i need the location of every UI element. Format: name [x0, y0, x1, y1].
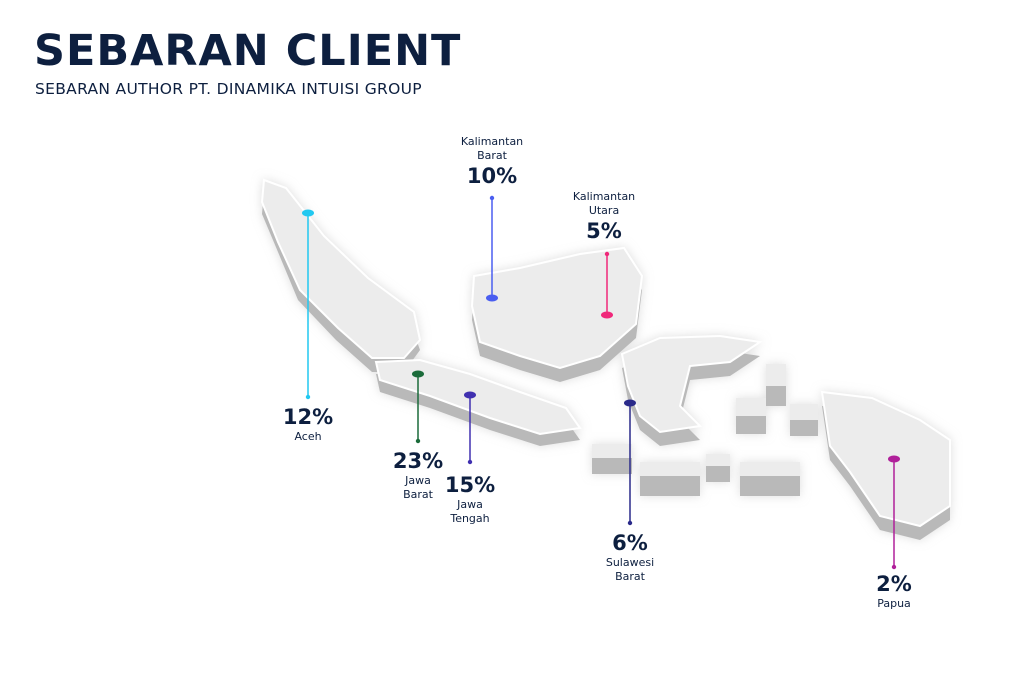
percent: 10%	[466, 163, 518, 188]
marker-kalimantan-utara[interactable]	[601, 251, 613, 319]
region-name: Sulawesi	[605, 556, 655, 570]
region-name: Jawa	[405, 474, 431, 488]
island-maluku	[736, 364, 818, 436]
label-jawa-barat: 23% Jawa Barat	[358, 448, 478, 502]
label-papua: 2% Papua	[834, 571, 954, 611]
region-name: Barat	[477, 148, 507, 162]
percent: 12%	[282, 405, 334, 429]
label-jawa-tengah: 15% Jawa Tengah	[410, 472, 530, 526]
marker-sulawesi-barat[interactable]	[624, 399, 636, 526]
region-name: Kalimantan	[572, 190, 636, 203]
region-name: Tengah	[450, 512, 490, 525]
marker-jawa-barat[interactable]	[412, 370, 424, 444]
region-name: Papua	[877, 597, 911, 611]
island-kalimantan	[470, 246, 644, 382]
region-name: Barat	[403, 488, 433, 501]
island-nusa-tenggara	[592, 444, 800, 496]
label-aceh: 12% Aceh	[248, 404, 368, 444]
label-kalimantan-barat: Kalimantan Barat 10%	[432, 135, 552, 189]
island-sumatra	[260, 178, 422, 372]
region-name: Aceh	[294, 430, 322, 444]
marker-aceh[interactable]	[302, 209, 314, 400]
island-papua	[820, 390, 951, 540]
region-name: Jawa	[457, 498, 483, 512]
percent: 2%	[876, 572, 912, 596]
island-sulawesi	[620, 334, 763, 446]
percent: 6%	[612, 531, 648, 555]
region-name: Barat	[615, 570, 645, 583]
percent: 23%	[392, 449, 444, 473]
page-subtitle: SEBARAN AUTHOR PT. DINAMIKA INTUISI GROU…	[35, 80, 422, 98]
island-java	[374, 358, 582, 446]
marker-kalimantan-barat[interactable]	[486, 195, 498, 302]
marker-jawa-tengah[interactable]	[464, 391, 476, 465]
marker-papua[interactable]	[888, 455, 900, 570]
region-name: Kalimantan	[460, 135, 524, 148]
page-title: SEBARAN CLIENT	[34, 26, 462, 76]
label-kalimantan-utara: Kalimantan Utara 5%	[544, 190, 664, 244]
percent: 5%	[586, 218, 622, 243]
label-sulawesi-barat: 6% Sulawesi Barat	[570, 530, 690, 584]
region-name: Utara	[588, 203, 620, 217]
percent: 15%	[444, 473, 496, 497]
